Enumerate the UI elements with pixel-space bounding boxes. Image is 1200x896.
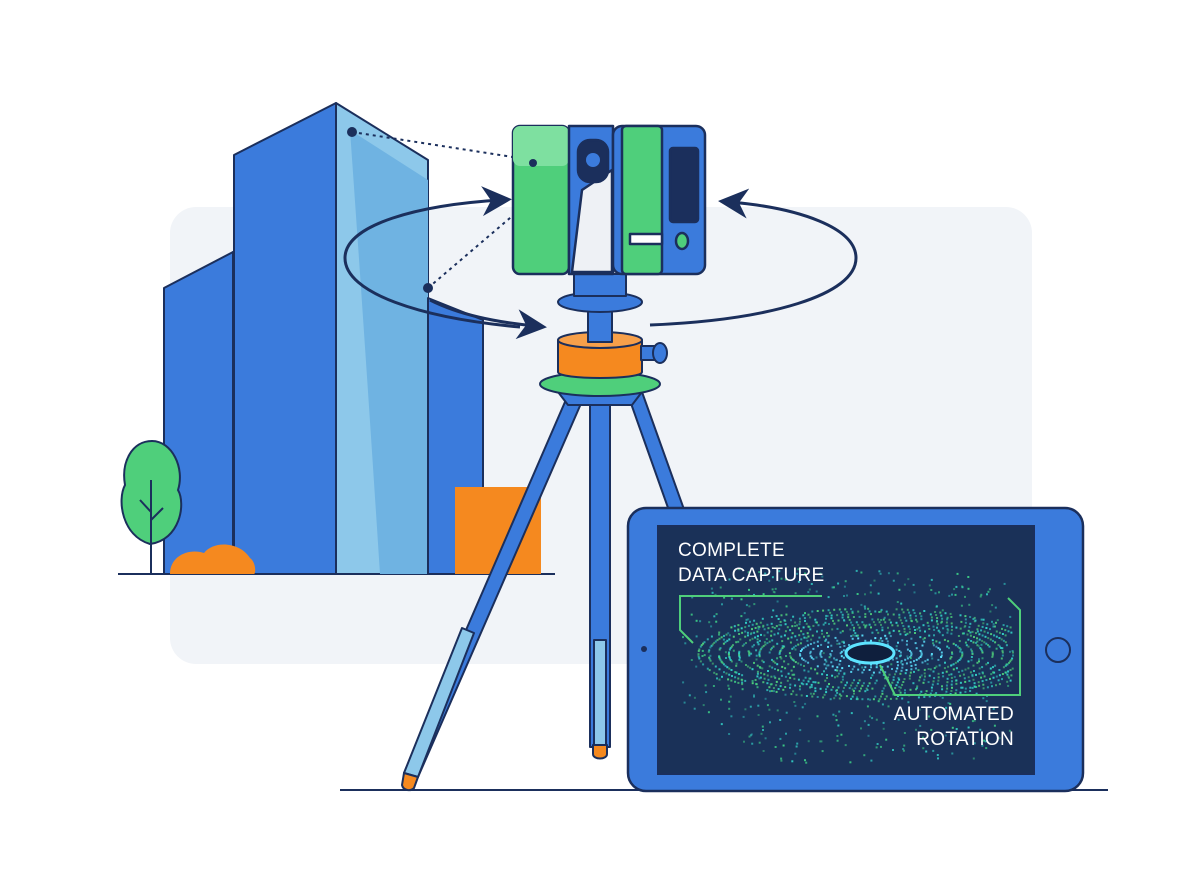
tablet-home-button[interactable] — [1045, 637, 1071, 663]
tall-building-front — [233, 102, 337, 575]
point-cloud — [682, 568, 1014, 764]
tree — [120, 439, 183, 574]
rotation-orbit-arrow-front — [429, 298, 547, 340]
tripod — [401, 273, 687, 792]
buildings — [163, 102, 541, 575]
scanner-column — [587, 309, 613, 343]
tall-building-reflection — [350, 130, 428, 574]
screen-callouts — [679, 595, 1021, 696]
scanner-display — [668, 146, 700, 224]
measurement-lines — [347, 127, 533, 293]
tripod-foot-center — [592, 744, 608, 760]
scanner-head — [511, 124, 707, 276]
tripod-foot-left — [401, 772, 419, 792]
orange-mount — [557, 339, 643, 379]
bush — [170, 544, 256, 574]
complete-data-capture-label: COMPLETE DATA CAPTURE — [678, 540, 825, 586]
rotation-orbit-front — [649, 188, 858, 327]
automated-rotation-label: AUTOMATED ROTATION — [893, 704, 1014, 750]
rotation-orbit-back — [343, 186, 521, 329]
tablet-camera — [641, 646, 647, 652]
scanner-status-light — [674, 231, 690, 251]
